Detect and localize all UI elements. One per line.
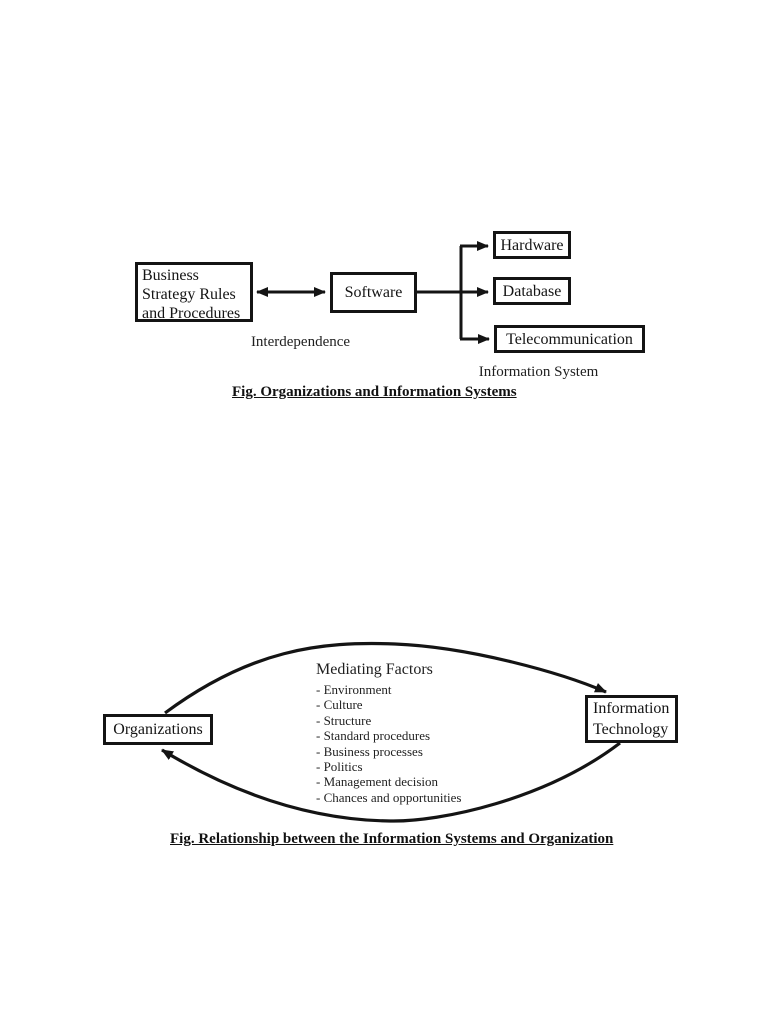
business-strategy-line3: and Procedures — [142, 305, 241, 322]
organizations-label: Organizations — [113, 721, 203, 738]
list-item: - Structure — [316, 712, 372, 728]
list-item: - Business processes — [316, 743, 423, 759]
business-strategy-line1: Business — [142, 267, 199, 284]
list-item: - Management decision — [316, 774, 439, 790]
mediating-factors-title: Mediating Factors — [316, 661, 433, 678]
organizations-box: Organizations — [103, 714, 213, 745]
information-technology-line2: Technology — [593, 721, 669, 738]
hardware-label: Hardware — [500, 236, 564, 254]
business-strategy-box: Business Strategy Rules and Procedures — [135, 262, 253, 322]
it-to-organizations-curve — [161, 741, 621, 823]
list-item: - Culture — [316, 697, 363, 713]
list-item: - Chances and opportunities — [316, 789, 462, 805]
database-label: Database — [502, 282, 562, 300]
list-item: - Politics — [316, 759, 363, 775]
telecommunication-box: Telecommunication — [494, 325, 645, 353]
database-box: Database — [493, 277, 571, 305]
telecommunication-label: Telecommunication — [506, 330, 633, 348]
business-strategy-line2: Strategy Rules — [142, 286, 236, 303]
information-technology-line1: Information — [593, 700, 670, 717]
organizations-to-it-curve — [164, 641, 607, 715]
list-item: - Standard procedures — [316, 728, 431, 744]
list-item: - Environment — [316, 682, 392, 697]
interdependence-label: Interdependence — [250, 334, 351, 350]
mediating-factors-list: - Environment - Culture - Structure - St… — [316, 682, 462, 805]
hardware-box: Hardware — [493, 231, 571, 259]
software-box: Software — [330, 272, 417, 313]
information-system-label: Information System — [478, 364, 599, 380]
information-technology-box: Information Technology — [585, 695, 678, 743]
figure2-caption: Fig. Relationship between the Informatio… — [170, 831, 614, 847]
software-label: Software — [344, 284, 403, 301]
figure1-caption: Fig. Organizations and Information Syste… — [232, 384, 517, 400]
